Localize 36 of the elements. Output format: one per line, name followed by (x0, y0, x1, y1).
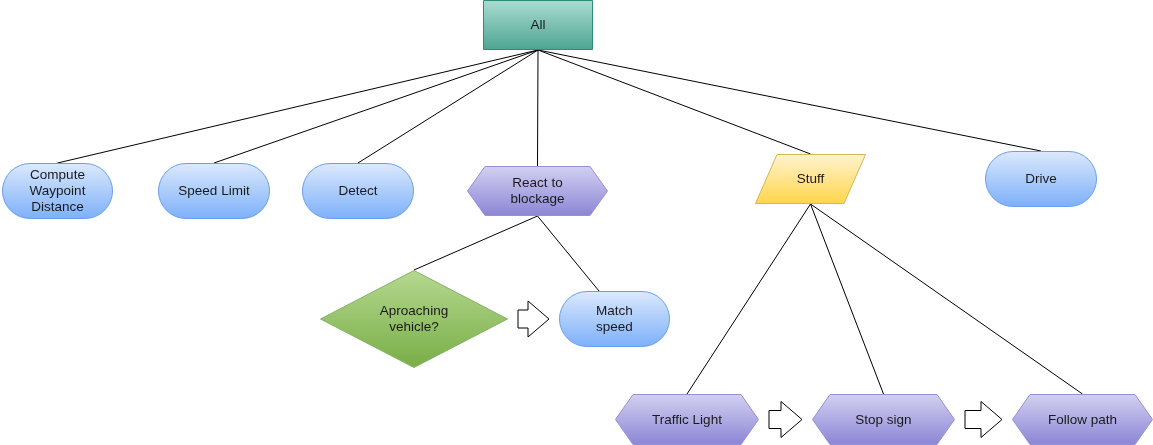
node-label: Detect (337, 183, 379, 199)
connector-line (810, 203, 1083, 395)
node-label: Stop sign (854, 411, 913, 428)
node-label: Traffic Light (651, 411, 723, 428)
connector-line (537, 49, 811, 155)
hexagon-box (812, 394, 955, 445)
rounded-box (302, 163, 414, 219)
node-label: Compute Waypoint Distance (28, 167, 87, 215)
connector-line (537, 49, 539, 167)
hexagon-box (615, 394, 759, 445)
hexagon-box (1012, 394, 1153, 445)
node-label: Drive (1024, 171, 1058, 187)
connector-line (413, 215, 538, 271)
process-box (483, 0, 593, 50)
node-label: All (529, 17, 547, 33)
block-arrow (768, 401, 803, 438)
connector-line (810, 203, 884, 395)
node-label: Match speed (595, 303, 634, 335)
rounded-box (2, 163, 113, 219)
node-label: React to blockage (509, 175, 566, 207)
connector-line (537, 215, 600, 292)
hexagon-box (467, 166, 608, 216)
node-label: Speed Limit (177, 183, 251, 199)
rounded-box (158, 163, 270, 219)
block-arrow (964, 401, 1003, 438)
decision-diamond (320, 270, 508, 368)
block-arrow (517, 300, 550, 338)
connector-line (686, 203, 811, 395)
connector-line (357, 49, 539, 164)
parallelogram-box (755, 154, 866, 204)
rounded-box (985, 151, 1097, 207)
node-label: Aproaching vehicle? (378, 303, 450, 335)
node-label: Stuff (795, 171, 826, 187)
rounded-box (559, 291, 670, 347)
connector-line (213, 49, 539, 164)
node-label: Follow path (1046, 411, 1118, 428)
